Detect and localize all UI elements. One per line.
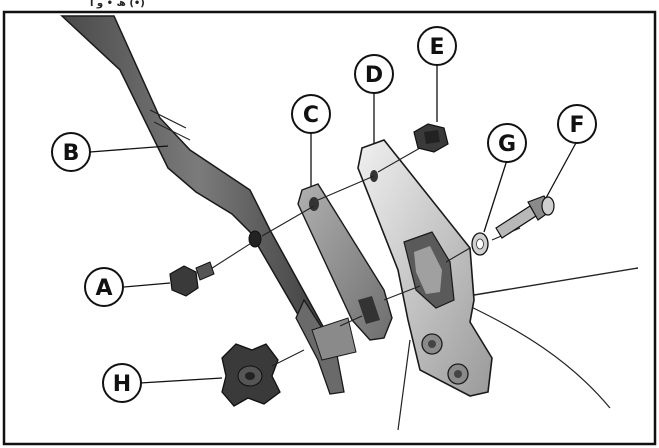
svg-text:A: A [95, 276, 112, 301]
callout-b: B [51, 132, 91, 172]
svg-text:H: H [113, 372, 131, 397]
svg-text:F: F [569, 113, 584, 138]
washer-g [471, 232, 489, 256]
svg-text:D: D [365, 63, 383, 88]
callout-h: H [102, 363, 142, 403]
surface-line-3 [397, 339, 411, 431]
callout-a: A [84, 267, 124, 307]
svg-text:B: B [63, 141, 80, 166]
top-caption: ‎‬ھ‌ • و ا (•) [90, 0, 145, 9]
callout-leaders [89, 64, 578, 384]
svg-text:G: G [498, 132, 516, 157]
callout-c: C [291, 94, 331, 134]
star-knob-h [221, 343, 305, 407]
svg-text:E: E [429, 35, 444, 60]
diagram-frame [2, 10, 657, 446]
handle-arm-b [60, 15, 357, 395]
callout-e: E [417, 26, 457, 66]
mounting-plate-d [357, 139, 493, 397]
bolt-a [169, 261, 215, 297]
svg-text:C: C [303, 103, 319, 128]
callout-f: F [557, 104, 597, 144]
surface-line-2 [464, 303, 611, 409]
callout-g: G [487, 123, 527, 163]
bolt-f [495, 195, 555, 239]
nut-e [413, 123, 449, 153]
surface-line-1 [467, 267, 639, 297]
callout-d: D [354, 54, 394, 94]
